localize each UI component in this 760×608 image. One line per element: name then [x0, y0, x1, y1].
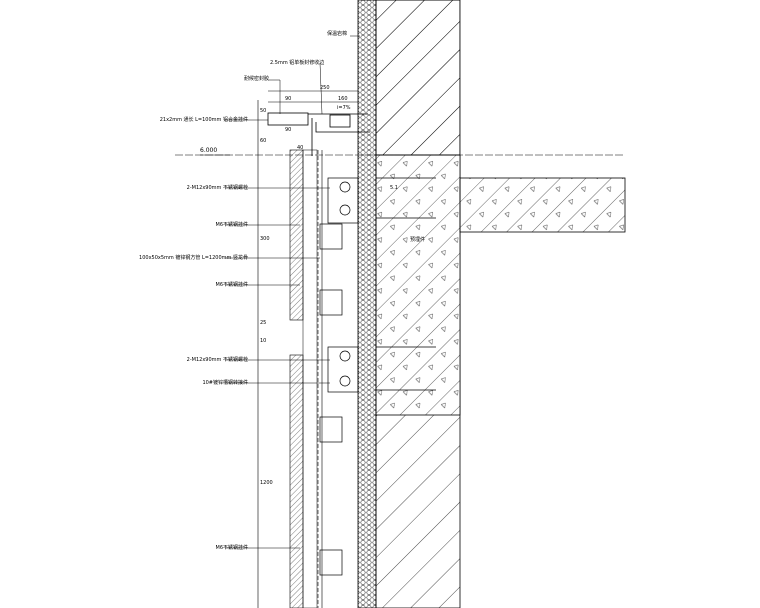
label-tube: 100x50x5mm 镀锌钢方管 L=1200mm 竖龙骨	[139, 255, 248, 261]
dim-60: 60	[260, 138, 267, 144]
elevation-mark: 6.000	[200, 147, 218, 154]
label-sealant: 耐候密封胶	[244, 76, 270, 82]
dim-160: 160	[338, 96, 348, 102]
dim-90-a: 90	[285, 96, 292, 102]
dim-1200: 1200	[260, 480, 273, 486]
dim-300: 300	[260, 236, 270, 242]
dim-90-b: 90	[285, 127, 292, 133]
label-angle: 10#镀锌槽钢转接件	[202, 380, 248, 386]
label-hanger-3: M6不锈钢挂件	[215, 545, 249, 551]
label-hanger-2: M6不锈钢挂件	[215, 282, 249, 288]
dim-40: 40	[297, 145, 304, 151]
label-pipe: 21x2mm 通长 L=100mm 铝合金挂件	[159, 117, 248, 123]
label-bolt-2: 2-M12x90mm 不锈钢螺栓	[186, 357, 248, 363]
dim-25: 25	[260, 320, 267, 326]
brackets	[319, 177, 436, 576]
label-panel: 2.5mm 铝单板封修收边	[270, 60, 325, 66]
label-bolt-1: 2-M12x90mm 不锈钢螺栓	[186, 185, 248, 191]
label-hanger-1: M6不锈钢挂件	[215, 222, 249, 228]
stone-panel	[289, 149, 318, 608]
slope-mark: i=7%	[337, 105, 351, 111]
top-cap	[267, 112, 370, 156]
dim-50: 50	[260, 108, 267, 114]
dim-10: 10	[260, 338, 267, 344]
leader-lines	[200, 35, 360, 549]
label-anchor: 预埋件	[410, 237, 426, 243]
angle-mark: 5.1	[390, 185, 398, 191]
label-insulation: 保温岩棉	[327, 31, 348, 37]
insulation-layer	[357, 0, 377, 608]
dim-250: 250	[320, 85, 330, 91]
